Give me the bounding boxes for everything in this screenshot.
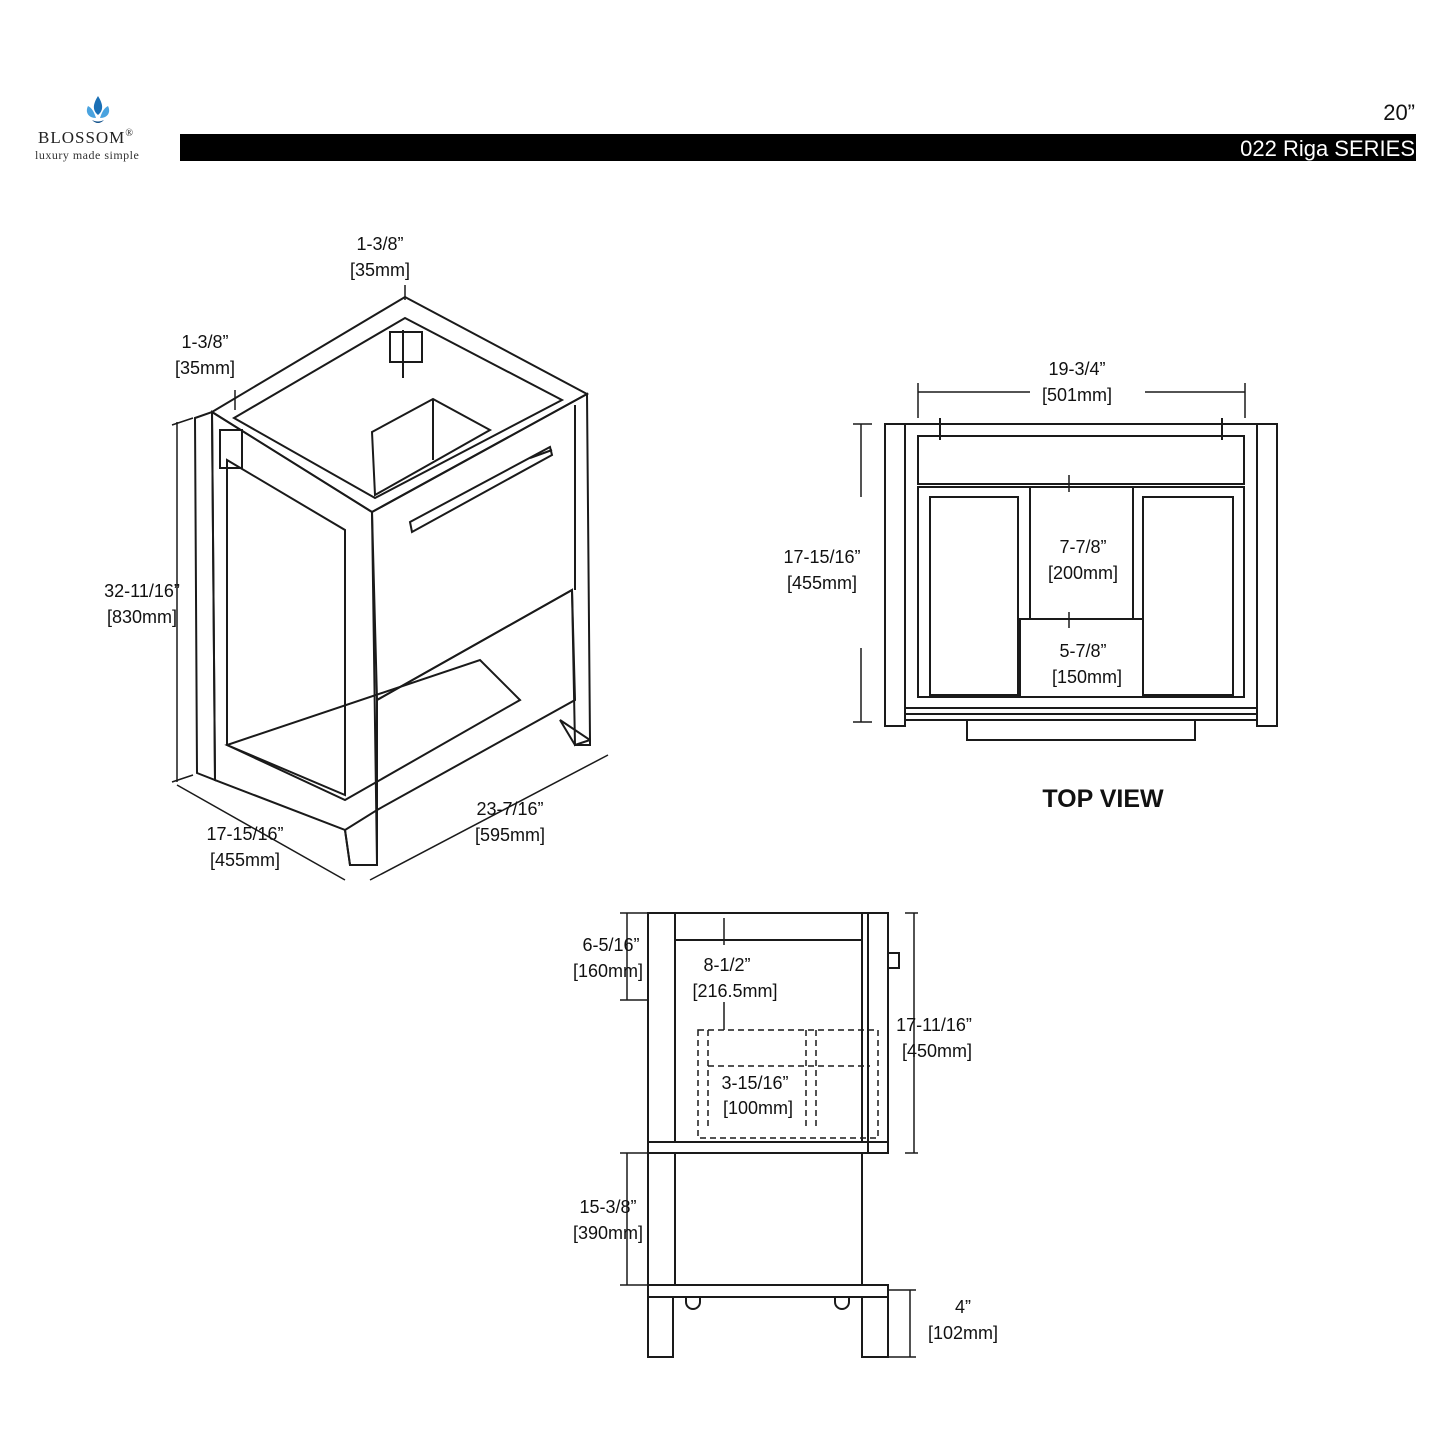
top-dim-gap-inch: 7-7/8”	[1059, 537, 1106, 557]
droplet-logo-icon	[86, 96, 110, 123]
side-dim-shelf-mm: [390mm]	[573, 1223, 643, 1243]
top-dim-depth-mm: [455mm]	[787, 573, 857, 593]
iso-bracket-back	[389, 331, 423, 363]
iso-dim-width-line	[369, 754, 609, 881]
side-drawer-hidden	[697, 1029, 879, 1139]
side-dim-shelf-inch: 15-3/8”	[579, 1197, 636, 1217]
side-leg-left	[647, 1296, 674, 1358]
series-label: 022 Riga SERIES	[1240, 136, 1415, 161]
top-outline	[904, 423, 1258, 715]
top-dim-width-mm: [501mm]	[1042, 385, 1112, 405]
side-drawer-outline	[697, 1029, 879, 1139]
title-bar	[180, 134, 1416, 161]
side-base-rail	[647, 1284, 889, 1298]
iso-handle-end	[529, 449, 553, 459]
iso-bracket-left	[219, 429, 243, 469]
side-foot-right	[834, 1297, 850, 1310]
side-front-face	[867, 912, 889, 1154]
iso-view-drawing	[193, 295, 592, 866]
top-view-drawing	[884, 418, 1278, 741]
iso-front-drawer	[370, 392, 592, 747]
top-dim-width-inch: 19-3/4”	[1048, 359, 1105, 379]
iso-top-frame	[210, 295, 590, 514]
side-dim-top-mm: [160mm]	[573, 961, 643, 981]
top-view-title: TOP VIEW	[1042, 785, 1164, 813]
brand-logo	[30, 88, 180, 168]
iso-front-left-leg	[343, 808, 378, 866]
top-notch-front	[1019, 618, 1144, 698]
top-drawer-box	[917, 486, 1245, 698]
top-dim-lines	[853, 383, 1246, 723]
iso-dim-width-mm: [595mm]	[475, 825, 545, 845]
iso-top-inner	[231, 316, 565, 500]
top-back-rail	[917, 435, 1245, 485]
side-foot-left	[685, 1297, 701, 1310]
top-drawer-right	[1142, 496, 1234, 696]
iso-dim-side-inch: 1-3/8”	[181, 332, 228, 352]
iso-dim-height-tick-top	[171, 417, 194, 426]
iso-dim-depth-line	[176, 784, 346, 881]
brand-tagline: luxury made simple	[35, 148, 140, 162]
side-dim-height-inch: 17-11/16”	[896, 1015, 972, 1035]
side-dim-drawer-mm: [216.5mm]	[692, 981, 777, 1001]
iso-dim-lines	[171, 285, 609, 881]
top-dim-drawer-mm: [150mm]	[1052, 667, 1122, 687]
side-dim-lines	[620, 912, 918, 1358]
iso-shelf	[376, 588, 577, 812]
side-dim-top-inch: 6-5/16”	[582, 935, 639, 955]
side-dim-height-mm: [450mm]	[902, 1041, 972, 1061]
top-right-post	[1256, 423, 1278, 727]
iso-bottom-shelf	[224, 658, 522, 802]
iso-dim-top-inch: 1-3/8”	[356, 234, 403, 254]
side-dim-leg-inch: 4”	[955, 1297, 971, 1317]
top-dim-drawer-inch: 5-7/8”	[1059, 641, 1106, 661]
iso-dim-width-inch: 23-7/16”	[476, 799, 543, 819]
iso-dim-depth-mm: [455mm]	[210, 850, 280, 870]
side-view-drawing	[647, 912, 900, 1358]
iso-notch	[370, 397, 493, 497]
iso-front-right-leg	[559, 719, 591, 746]
size-label: 20”	[1383, 100, 1415, 125]
iso-dim-height-tick-bottom	[171, 774, 194, 783]
iso-dim-depth-inch: 17-15/16”	[206, 824, 283, 844]
side-leg-right	[861, 1296, 889, 1358]
top-dim-depth-inch: 17-15/16”	[783, 547, 860, 567]
iso-handle	[408, 445, 554, 534]
brand-name: BLOSSOM®	[38, 128, 134, 147]
iso-dim-height-inch: 32-11/16”	[104, 581, 180, 601]
side-dim-inner-inch: 3-15/16”	[721, 1073, 788, 1093]
side-knob	[887, 952, 900, 969]
iso-dim-height-mm: [830mm]	[107, 607, 177, 627]
top-left-post	[884, 423, 906, 727]
iso-dim-side-mm: [35mm]	[175, 358, 235, 378]
top-drawer-left	[929, 496, 1019, 696]
iso-dim-top-mm: [35mm]	[350, 260, 410, 280]
top-handle	[966, 719, 1196, 741]
side-dim-inner-mm: [100mm]	[723, 1098, 793, 1118]
side-dim-drawer-inch: 8-1/2”	[703, 955, 750, 975]
side-dim-leg-mm: [102mm]	[928, 1323, 998, 1343]
side-shelf-bay	[674, 1152, 863, 1286]
iso-left-panel	[226, 458, 346, 797]
iso-left-side	[210, 410, 379, 866]
top-dim-gap-mm: [200mm]	[1048, 563, 1118, 583]
